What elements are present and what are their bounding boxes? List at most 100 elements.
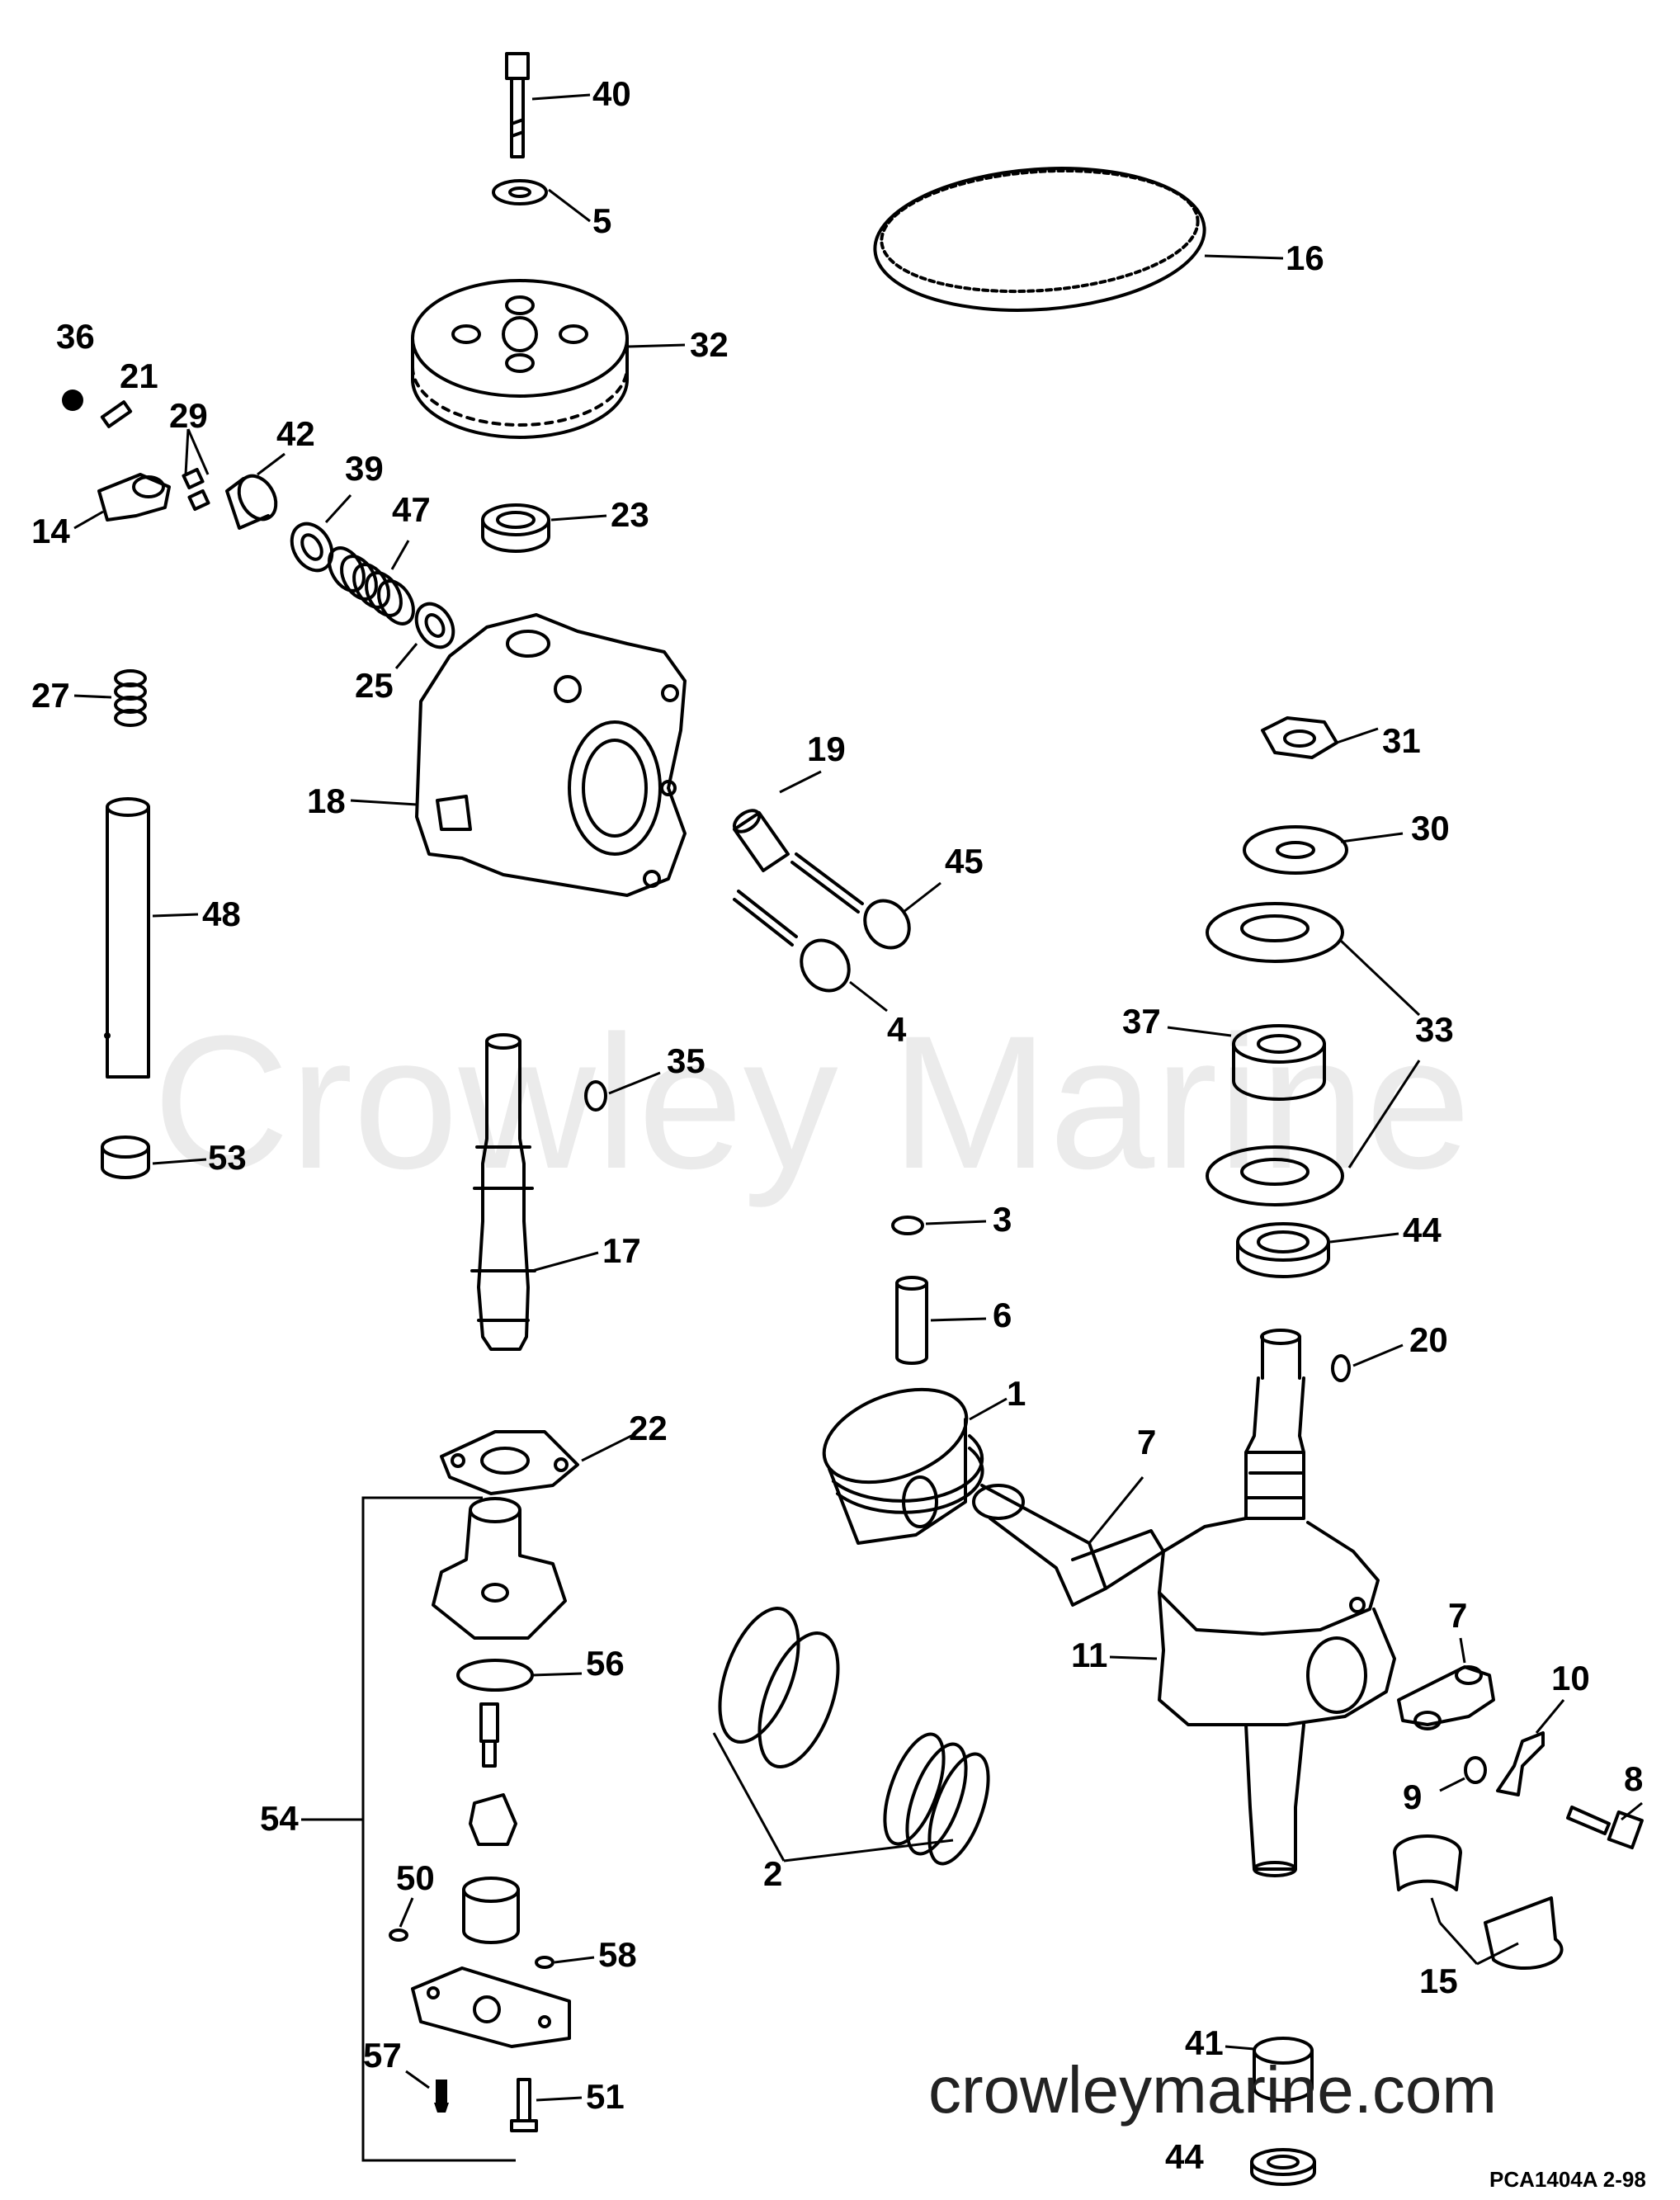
callout-41: 41 bbox=[1185, 2023, 1224, 2062]
part-bushing-53 bbox=[101, 1135, 150, 1179]
callout-29: 29 bbox=[169, 396, 208, 435]
part-timing-gear-32 bbox=[411, 279, 629, 439]
callout-27: 27 bbox=[31, 676, 70, 715]
callout-5: 5 bbox=[592, 201, 611, 240]
drawing-code: PCA1404A 2-98 bbox=[1489, 2167, 1646, 2192]
callout-54: 54 bbox=[260, 1799, 299, 1838]
callout-7-cap: 7 bbox=[1448, 1596, 1467, 1635]
callout-33: 33 bbox=[1415, 1010, 1454, 1049]
part-piston-1 bbox=[822, 1387, 984, 1545]
part-keepers-29 bbox=[182, 467, 210, 512]
part-o-ring-50 bbox=[389, 1929, 408, 1942]
part-key-20 bbox=[1331, 1354, 1351, 1382]
callout-44-upper: 44 bbox=[1403, 1211, 1442, 1249]
part-spring-47 bbox=[328, 546, 415, 626]
callout-20: 20 bbox=[1409, 1320, 1448, 1359]
part-connecting-rod-7 bbox=[972, 1484, 1165, 1607]
part-nut-31 bbox=[1261, 716, 1338, 759]
callout-14: 14 bbox=[31, 512, 70, 550]
callout-17: 17 bbox=[602, 1231, 641, 1270]
part-screw-57 bbox=[434, 2080, 449, 2113]
part-bolt-40 bbox=[505, 52, 530, 158]
part-cylinder-head-18 bbox=[415, 613, 687, 897]
callout-25: 25 bbox=[355, 666, 394, 705]
callout-57: 57 bbox=[363, 2036, 402, 2075]
part-o-ring-56 bbox=[456, 1659, 534, 1692]
part-screw-21 bbox=[100, 400, 133, 428]
part-retaining-ring-3 bbox=[891, 1216, 924, 1235]
callout-22: 22 bbox=[629, 1409, 668, 1447]
callout-23: 23 bbox=[611, 495, 649, 534]
part-gasket-22 bbox=[440, 1430, 579, 1495]
callout-19: 19 bbox=[807, 729, 846, 768]
part-oil-seal-23 bbox=[481, 503, 550, 553]
part-thrust-bearing-37 bbox=[1232, 1024, 1326, 1101]
part-oil-pump-bracket-54 bbox=[361, 1496, 516, 2162]
callout-44-lower: 44 bbox=[1165, 2137, 1204, 2176]
callout-8: 8 bbox=[1624, 1759, 1643, 1798]
callout-21: 21 bbox=[120, 356, 158, 395]
part-seal-39 bbox=[290, 522, 334, 573]
callout-3: 3 bbox=[993, 1200, 1012, 1239]
callout-6: 6 bbox=[993, 1296, 1012, 1334]
callout-58: 58 bbox=[598, 1935, 637, 1974]
part-spring-27 bbox=[114, 669, 147, 727]
callout-4: 4 bbox=[887, 1010, 907, 1049]
callout-37: 37 bbox=[1122, 1002, 1161, 1041]
part-rod-screw-8 bbox=[1566, 1806, 1644, 1850]
callout-48: 48 bbox=[202, 895, 241, 933]
callout-9: 9 bbox=[1403, 1777, 1422, 1816]
part-o-ring-58 bbox=[535, 1956, 554, 1969]
part-timing-belt-16 bbox=[873, 167, 1206, 312]
callout-35: 35 bbox=[667, 1041, 706, 1080]
part-oil-seal-44-lower bbox=[1250, 2148, 1316, 2186]
part-valve-guide-19 bbox=[732, 809, 790, 872]
part-nut-36 bbox=[62, 389, 83, 411]
part-piston-pin-6 bbox=[895, 1276, 928, 1365]
part-washer-9 bbox=[1464, 1756, 1487, 1784]
callout-16: 16 bbox=[1286, 238, 1324, 277]
part-key-35 bbox=[584, 1080, 607, 1112]
callout-31: 31 bbox=[1382, 721, 1421, 760]
part-crankshaft-11 bbox=[1158, 1329, 1396, 1877]
callout-36: 36 bbox=[56, 317, 95, 356]
part-exhaust-valve-45 bbox=[790, 852, 911, 950]
part-intake-valve-4 bbox=[733, 890, 851, 993]
part-bushing-41 bbox=[1253, 2037, 1314, 2102]
part-rod-cap-7 bbox=[1397, 1665, 1495, 1730]
part-camshaft-17 bbox=[470, 1033, 536, 1351]
part-washer-30 bbox=[1243, 825, 1348, 875]
callout-32: 32 bbox=[690, 325, 729, 364]
part-oil-seal-44 bbox=[1236, 1222, 1330, 1278]
callout-7-rod: 7 bbox=[1137, 1423, 1156, 1461]
part-rocker-arm-14 bbox=[97, 473, 171, 522]
site-url: crowleymarine.com bbox=[928, 2053, 1497, 2127]
callout-15: 15 bbox=[1419, 1962, 1458, 2000]
callout-40: 40 bbox=[592, 74, 631, 113]
part-pump-shaft bbox=[462, 1702, 520, 1944]
callout-53: 53 bbox=[208, 1138, 247, 1177]
callout-45: 45 bbox=[945, 842, 984, 880]
part-main-bearings-15 bbox=[1393, 1834, 1564, 1971]
part-washer-5 bbox=[492, 179, 548, 205]
part-lock-plate-10 bbox=[1496, 1731, 1545, 1796]
callout-39: 39 bbox=[345, 449, 384, 488]
callout-51: 51 bbox=[586, 2077, 625, 2116]
part-pump-cover bbox=[411, 1966, 571, 2048]
callout-47: 47 bbox=[392, 490, 431, 529]
callout-11: 11 bbox=[1071, 1636, 1107, 1674]
part-screw-51 bbox=[510, 2078, 538, 2132]
part-piston-rings-2 bbox=[718, 1606, 990, 1866]
callout-1: 1 bbox=[1007, 1374, 1026, 1413]
callout-30: 30 bbox=[1411, 809, 1450, 847]
part-seal-25 bbox=[414, 602, 455, 649]
callout-56: 56 bbox=[586, 1644, 625, 1683]
callout-10: 10 bbox=[1551, 1659, 1590, 1697]
watermark-text: Crowley Marine bbox=[153, 996, 1471, 1208]
callout-2: 2 bbox=[763, 1854, 782, 1893]
callout-50: 50 bbox=[396, 1858, 435, 1897]
part-thrust-washer-33 bbox=[1206, 902, 1344, 1206]
part-tube-48 bbox=[104, 797, 150, 1079]
part-bushing-42 bbox=[225, 474, 278, 530]
